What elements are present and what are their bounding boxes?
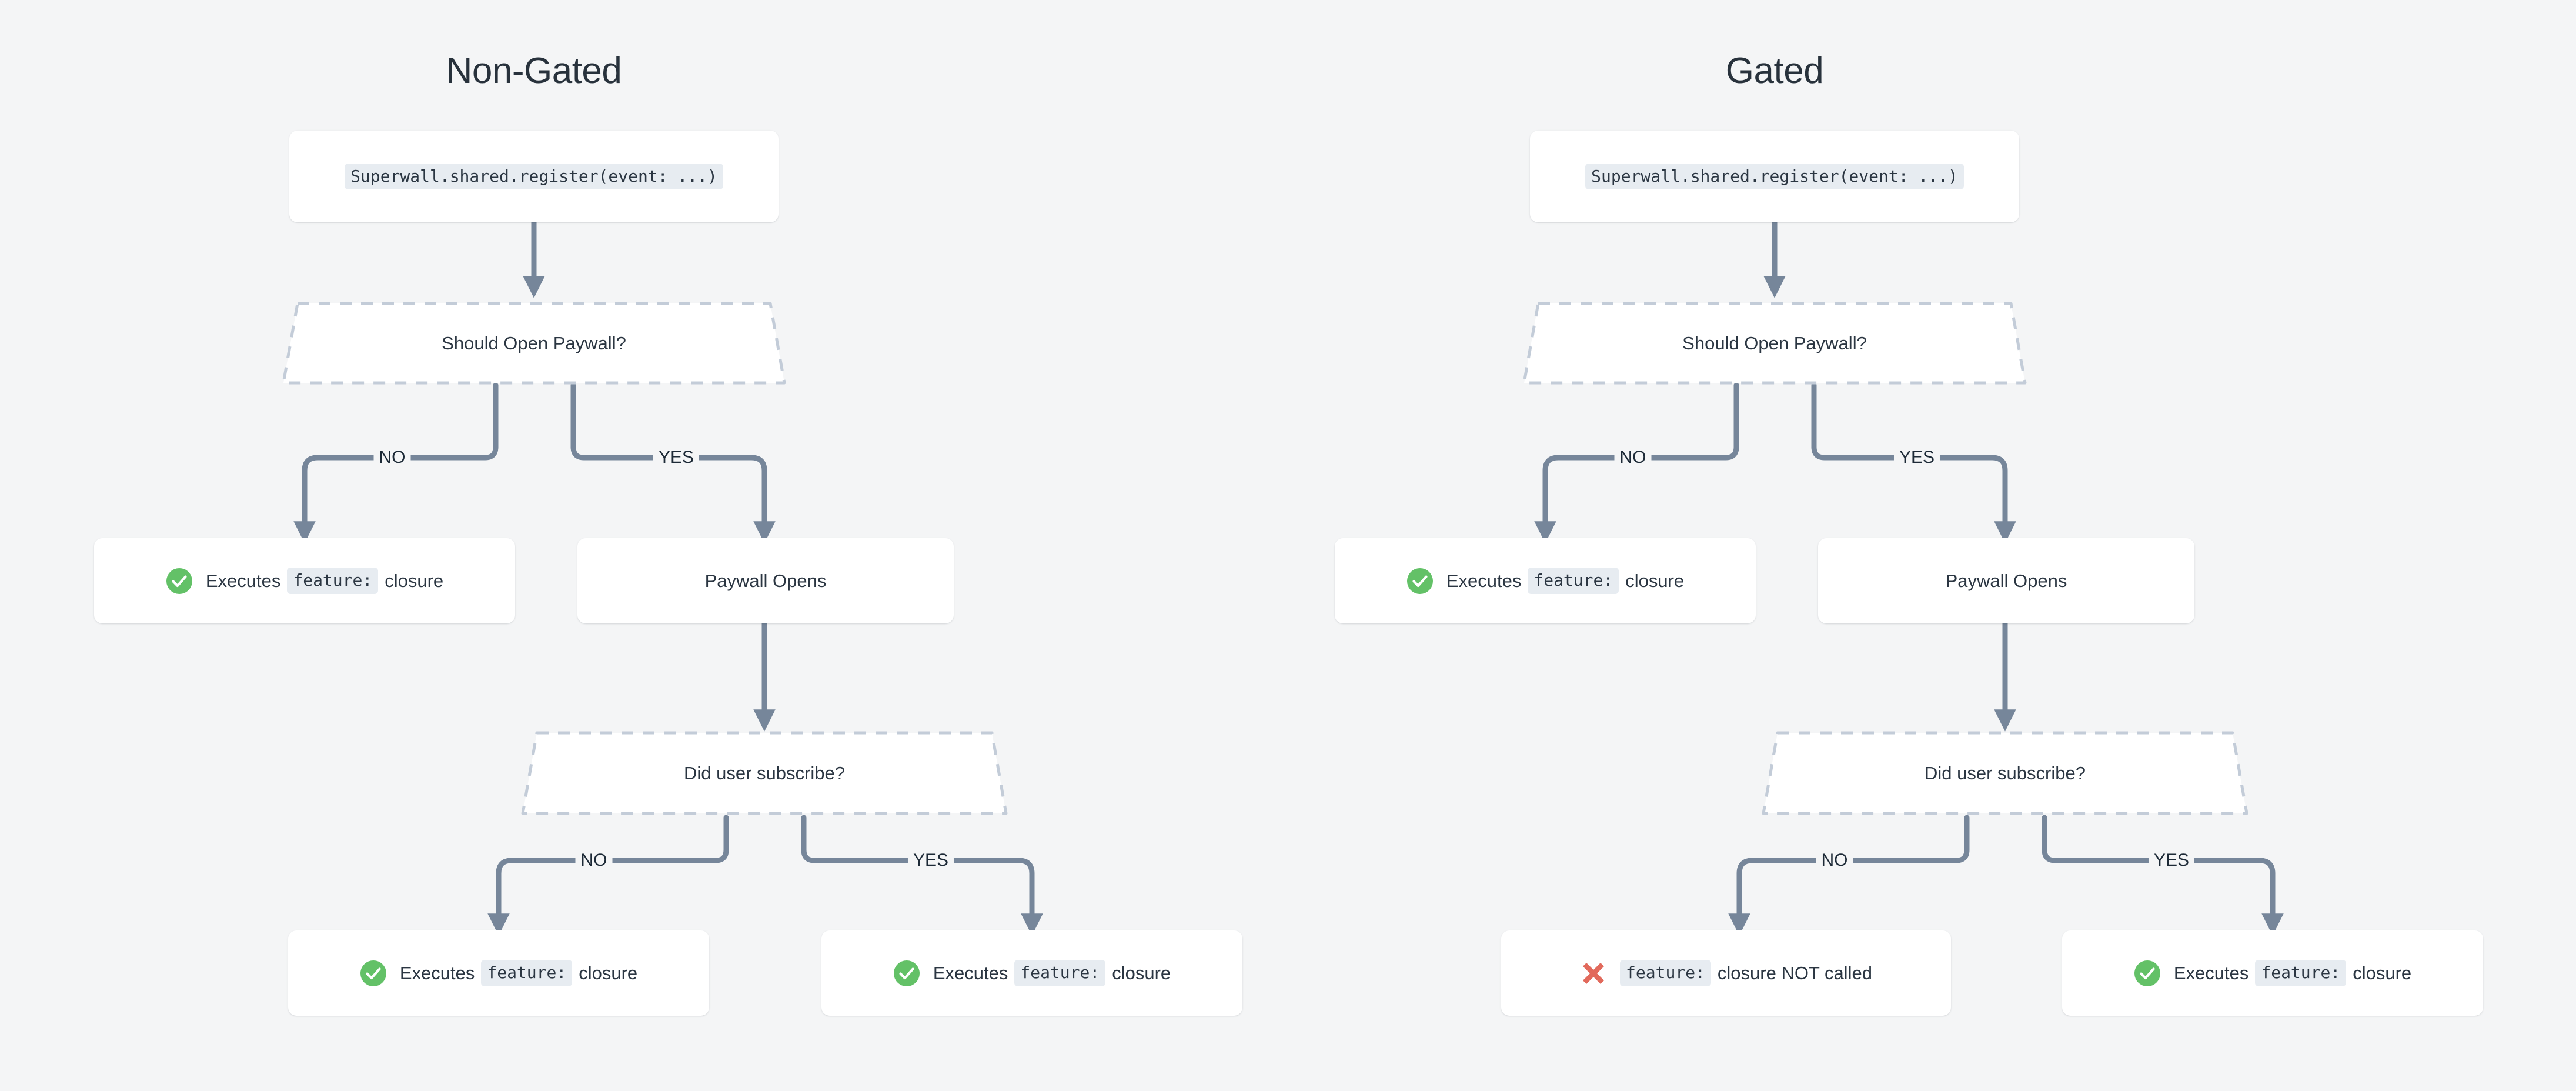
result-row: Executes feature: closure [1403,568,1688,595]
edge-label-paywall-yes: YES [653,449,700,466]
decision-shape [521,731,1008,815]
edge-label-paywall-no-gated: NO [1614,449,1652,466]
result-code: feature: [1014,960,1106,986]
result-code: feature: [1528,568,1619,594]
result-suffix: closure [2353,963,2412,983]
decision-label: Did user subscribe? [684,762,845,783]
result-code: feature: [1620,960,1711,986]
result-text: feature: closure NOT called [1620,960,1872,986]
result-code: feature: [2255,960,2347,986]
result-row: Executes feature: closure [162,568,447,595]
result-suffix: closure [579,963,638,983]
node-subscribe-yes-result-non-gated[interactable]: Executes feature: closure [821,930,1242,1016]
decision-label: Should Open Paywall? [1682,332,1867,353]
decision-did-user-subscribe-non-gated[interactable]: Did user subscribe? [520,730,1008,816]
check-circle-icon [166,568,192,594]
edge-label-subscribe-no: NO [575,852,613,869]
check-circle-icon [893,960,920,986]
decision-should-open-paywall-gated[interactable]: Should Open Paywall? [1522,301,2027,385]
node-no-result-gated[interactable]: Executes feature: closure [1335,538,1756,623]
edge-label-subscribe-yes: YES [907,852,954,869]
result-text: Executes feature: closure [400,960,637,986]
wire-subscribe-no [487,815,729,936]
decision-shape [1522,302,2027,385]
column-title-gated: Gated [1725,51,1824,91]
node-label: Paywall Opens [704,570,827,591]
result-suffix: closure [1112,963,1171,983]
result-prefix: Executes [933,963,1008,983]
node-paywall-opens-non-gated[interactable]: Paywall Opens [577,538,954,623]
column-title-non-gated: Non-Gated [446,51,622,91]
wire-subscribe-yes [801,815,1043,936]
result-text: Executes feature: closure [205,568,444,594]
node-subscribe-no-result-gated[interactable]: feature: closure NOT called [1501,930,1951,1016]
node-register-gated[interactable]: Superwall.shared.register(event: ...) [1530,131,2019,222]
decision-shape [1762,731,2248,815]
result-row: Executes feature: closure [2130,960,2415,987]
result-prefix: Executes [1446,570,1522,591]
result-prefix: Executes [2173,963,2249,983]
check-circle-icon [360,960,386,986]
node-paywall-opens-gated[interactable]: Paywall Opens [1818,538,2194,623]
register-code-text: Superwall.shared.register(event: ...) [1585,163,1964,190]
result-text: Executes feature: closure [933,960,1171,986]
result-row: feature: closure NOT called [1576,960,1876,987]
result-code: feature: [481,960,573,986]
x-mark-icon [1583,962,1605,984]
check-circle-icon [2134,960,2160,986]
edge-label-subscribe-yes-gated: YES [2148,852,2195,869]
result-suffix: closure [385,570,444,591]
result-suffix: closure NOT called [1717,963,1872,983]
node-label: Paywall Opens [1945,570,2067,591]
result-prefix: Executes [205,570,281,591]
decision-did-user-subscribe-gated[interactable]: Did user subscribe? [1761,730,2249,816]
result-text: Executes feature: closure [2174,960,2411,986]
decision-shape [282,302,786,385]
wire-subscribe-yes-gated [2042,815,2284,936]
edge-label-paywall-yes-gated: YES [1893,449,1940,466]
result-text: Executes feature: closure [1446,568,1685,594]
result-row: Executes feature: closure [356,960,641,987]
result-suffix: closure [1625,570,1685,591]
edge-label-paywall-no: NO [373,449,411,466]
register-code-text: Superwall.shared.register(event: ...) [345,163,723,190]
node-register-non-gated[interactable]: Superwall.shared.register(event: ...) [289,131,779,222]
decision-label: Should Open Paywall? [442,332,626,353]
decision-should-open-paywall-non-gated[interactable]: Should Open Paywall? [281,301,787,385]
check-circle-icon [1406,568,1433,594]
node-subscribe-no-result-non-gated[interactable]: Executes feature: closure [288,930,709,1016]
result-prefix: Executes [399,963,475,983]
wire-subscribe-no-gated [1728,815,1970,936]
result-row: Executes feature: closure [890,960,1174,987]
node-no-result-non-gated[interactable]: Executes feature: closure [94,538,515,623]
result-code: feature: [287,568,379,594]
edge-label-subscribe-no-gated: NO [1816,852,1853,869]
decision-label: Did user subscribe? [1925,762,2086,783]
node-subscribe-yes-result-gated[interactable]: Executes feature: closure [2062,930,2483,1016]
